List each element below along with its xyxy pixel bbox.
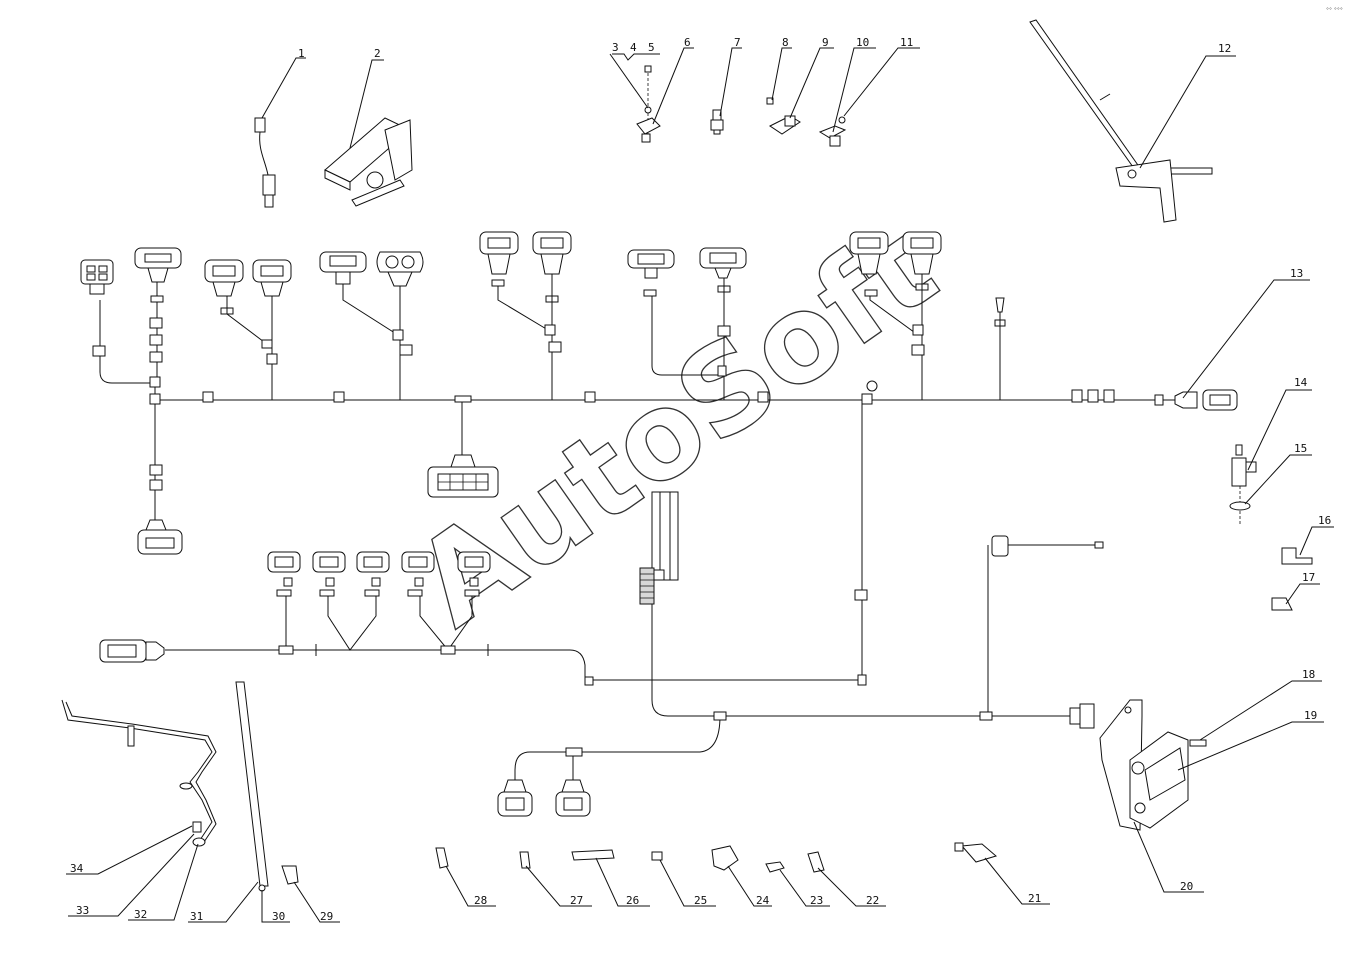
callout-28: 28 (474, 894, 487, 907)
connector-pair-bottom (497, 770, 591, 817)
connector-pair-d (627, 247, 769, 403)
connector-pair-e (849, 231, 942, 405)
callout-1: 1 (298, 47, 305, 60)
callout-32: 32 (134, 908, 147, 921)
clip-22 (807, 851, 825, 873)
callout-14: 14 (1294, 376, 1308, 389)
callout-23: 23 (810, 894, 823, 907)
rod-31 (235, 681, 269, 892)
callout-20: 20 (1180, 880, 1193, 893)
lower-harness (165, 400, 1104, 780)
connector-c1 (80, 259, 114, 357)
callout-3: 3 (612, 41, 619, 54)
pressure-sensor-part (766, 97, 801, 135)
callout-30: 30 (272, 910, 285, 923)
callout-22: 22 (866, 894, 879, 907)
connector-pair-c (479, 231, 596, 403)
callout-9: 9 (822, 36, 829, 49)
clip-27 (519, 851, 531, 869)
callout-21: 21 (1028, 892, 1041, 905)
bracket-24 (711, 845, 739, 871)
oxygen-sensor-part (254, 117, 276, 208)
callout-25: 25 (694, 894, 707, 907)
callout-5: 5 (648, 41, 655, 54)
plate-26 (571, 849, 615, 861)
bolt-18 (1189, 739, 1207, 747)
callout-labels: 1 2 3 4 5 6 7 8 9 10 11 12 13 14 15 16 1… (70, 36, 1331, 923)
connector-row-5 (267, 551, 491, 656)
connector-end-13 (1071, 389, 1238, 411)
callout-4: 4 (630, 41, 637, 54)
callout-11: 11 (900, 36, 913, 49)
clip-23 (765, 861, 785, 873)
corner-note: °° °°° (1326, 7, 1343, 14)
harness-duct (639, 491, 679, 605)
callout-16: 16 (1318, 514, 1331, 527)
callout-18: 18 (1302, 668, 1315, 681)
callout-13: 13 (1290, 267, 1303, 280)
connector-pair-b (319, 251, 424, 403)
callout-19: 19 (1304, 709, 1317, 722)
callout-10: 10 (856, 36, 869, 49)
callout-26: 26 (626, 894, 639, 907)
leader-lines (66, 47, 1334, 923)
ecu-19 (1129, 731, 1189, 829)
callout-15: 15 (1294, 442, 1307, 455)
callout-27: 27 (570, 894, 583, 907)
connector-left-end (99, 639, 165, 663)
switch-21 (954, 842, 998, 863)
clip-16 (1281, 547, 1313, 565)
callout-29: 29 (320, 910, 333, 923)
clip-28 (435, 847, 449, 869)
cam-sensor-part (818, 116, 847, 147)
callout-6: 6 (684, 36, 691, 49)
crank-sensor-part (1229, 444, 1257, 526)
connector-single (994, 297, 1006, 400)
temp-sensor-part (710, 109, 724, 135)
callout-12: 12 (1218, 42, 1231, 55)
connector-pair-a (202, 259, 292, 403)
callout-31: 31 (190, 910, 203, 923)
callout-34: 34 (70, 862, 84, 875)
map-sensor-part (636, 65, 661, 143)
sensor-25 (651, 851, 663, 861)
callout-2: 2 (374, 47, 381, 60)
pedal-module-part (324, 117, 413, 207)
callout-33: 33 (76, 904, 89, 917)
clip-29 (281, 865, 299, 885)
connector-c2 (134, 247, 182, 405)
callout-17: 17 (1302, 571, 1315, 584)
long-bracket-part (1029, 19, 1213, 223)
clip-17 (1271, 597, 1293, 611)
pipe-34 (61, 699, 217, 847)
callout-7: 7 (734, 36, 741, 49)
connector-16pin (427, 395, 499, 498)
callout-8: 8 (782, 36, 789, 49)
callout-24: 24 (756, 894, 770, 907)
connector-bottom-left (137, 464, 183, 555)
